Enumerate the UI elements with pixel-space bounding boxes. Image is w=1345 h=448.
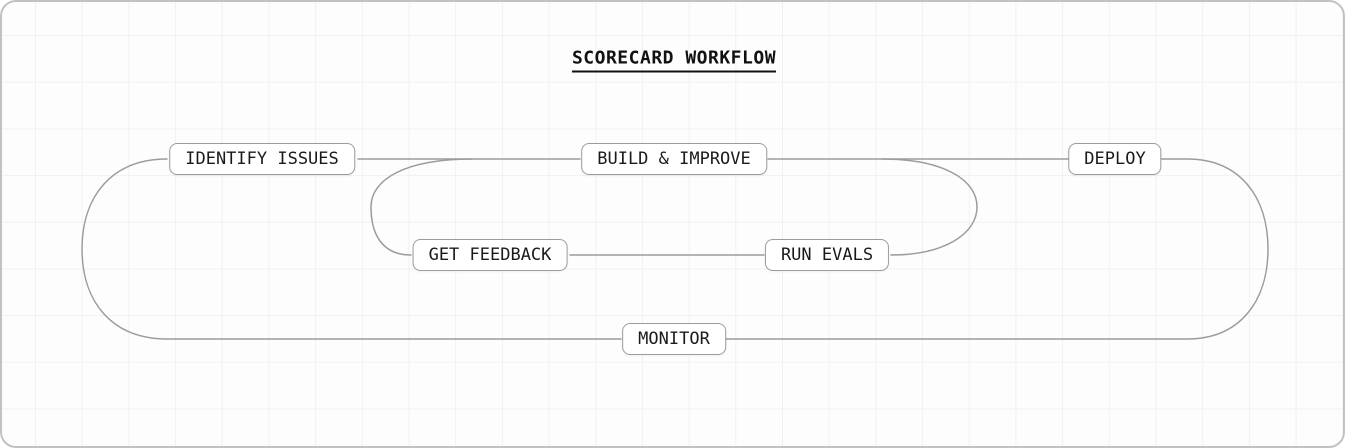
node-build-improve: BUILD & IMPROVE	[581, 143, 767, 175]
node-monitor: MONITOR	[622, 323, 726, 355]
edge-run-evals-to-build-improve	[881, 158, 978, 256]
node-run-evals: RUN EVALS	[764, 239, 890, 271]
diagram-title: SCORECARD WORKFLOW	[571, 48, 777, 73]
edges-group	[81, 158, 1269, 340]
node-deploy: DEPLOY	[1068, 143, 1162, 175]
node-identify-issues: IDENTIFY ISSUES	[169, 143, 355, 175]
node-get-feedback: GET FEEDBACK	[412, 239, 568, 271]
